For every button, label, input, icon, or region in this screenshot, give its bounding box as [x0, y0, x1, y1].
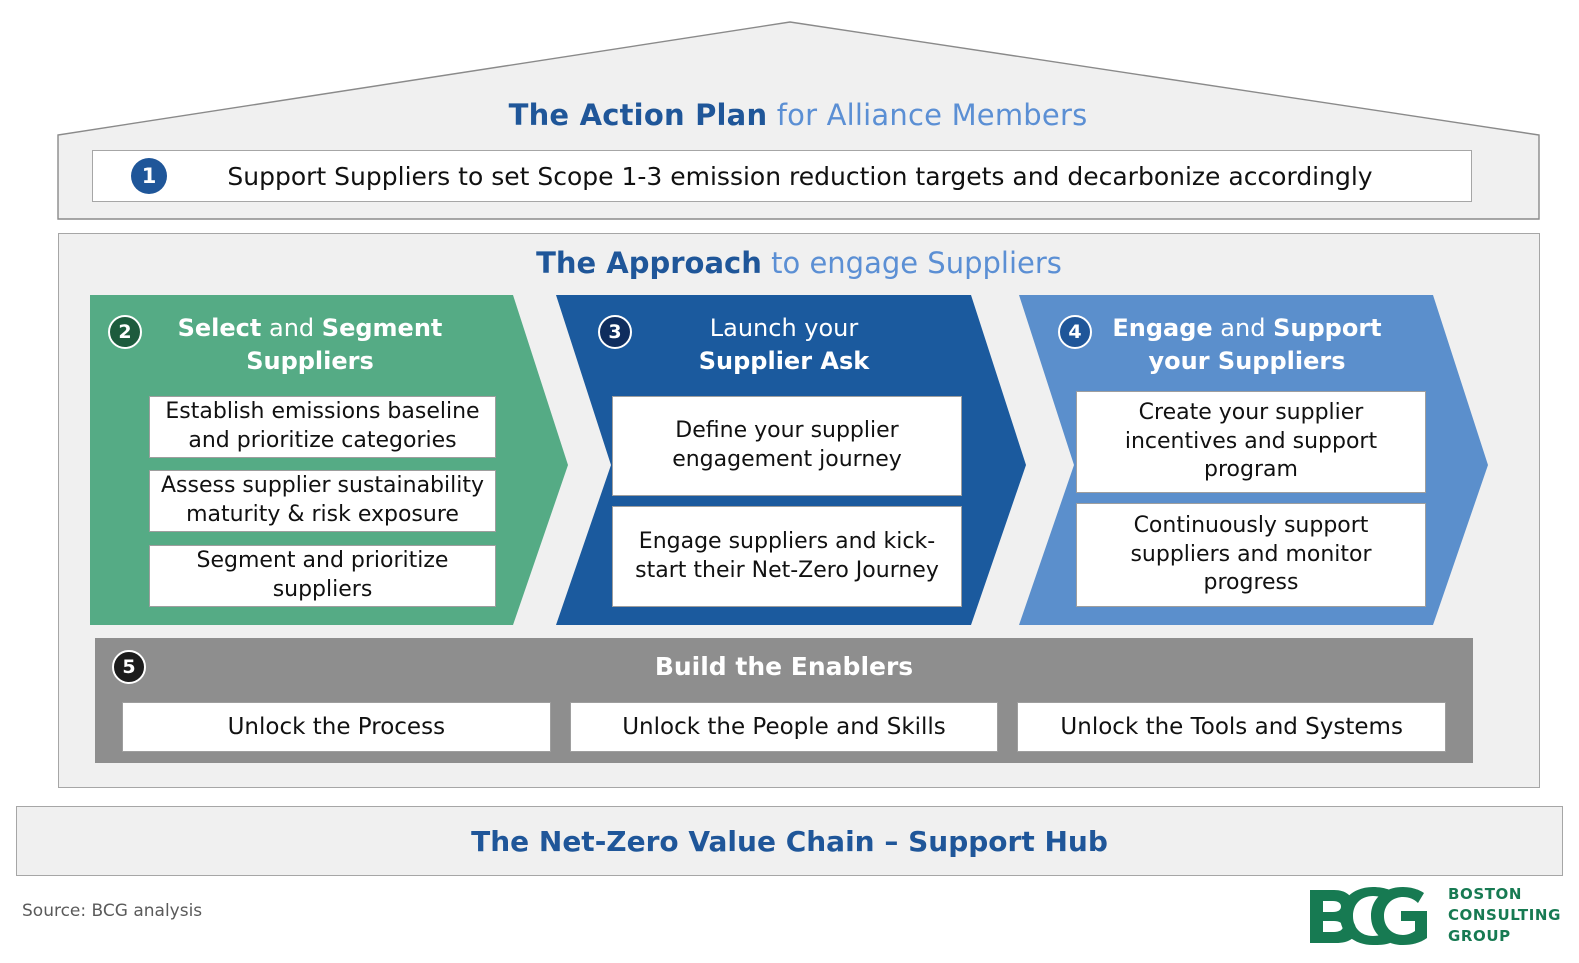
step-badge-2: 2 [108, 315, 142, 349]
chevron-title-2: Select and Segment Suppliers [142, 312, 478, 378]
chevron-card-2-3[interactable]: Segment and prioritize suppliers [149, 545, 496, 607]
chevron-title-3: Launch your Supplier Ask [632, 312, 970, 378]
chevron-title-4-conn: and [1212, 314, 1274, 342]
enabler-card-row: Unlock the Process Unlock the People and… [122, 702, 1447, 752]
support-hub-bar[interactable]: The Net-Zero Value Chain – Support Hub [16, 806, 1563, 876]
action-plan-step-text: Support Suppliers to set Scope 1-3 emiss… [227, 161, 1373, 191]
chevron-title-2-part3: Suppliers [246, 347, 374, 376]
chevron-card-2-2[interactable]: Assess supplier sustainability maturity … [149, 470, 496, 532]
action-plan-title-light: for Alliance Members [767, 98, 1088, 132]
chevron-title-2-conn: and [261, 314, 322, 342]
enabler-card-2[interactable]: Unlock the People and Skills [569, 702, 999, 752]
bcg-logo: BOSTON CONSULTING GROUP [1308, 884, 1561, 947]
bcg-logo-words: BOSTON CONSULTING GROUP [1448, 884, 1561, 947]
bcg-logo-line-3: GROUP [1447, 927, 1511, 945]
step-badge-3: 3 [598, 315, 632, 349]
chevron-header-3: 3 Launch your Supplier Ask [598, 312, 970, 378]
approach-title-strong: The Approach [536, 246, 762, 280]
chevron-title-3-part2: Supplier Ask [698, 347, 870, 376]
step-badge-5: 5 [112, 650, 146, 684]
enablers-title: Build the Enablers [654, 652, 914, 681]
chevron-title-4: Engage and Support your Suppliers [1092, 312, 1430, 378]
chevron-title-3-conn: your [796, 314, 859, 342]
action-plan-title-strong: The Action Plan [508, 98, 768, 132]
enabler-card-3[interactable]: Unlock the Tools and Systems [1017, 702, 1447, 752]
chevron-title-2-part2: Segment [321, 314, 443, 342]
chevron-header-2: 2 Select and Segment Suppliers [108, 312, 478, 378]
chevron-header-4: 4 Engage and Support your Suppliers [1058, 312, 1430, 378]
step-badge-4: 4 [1058, 315, 1092, 349]
source-note: Source: BCG analysis [22, 901, 203, 921]
action-plan-step-box[interactable]: 1 Support Suppliers to set Scope 1-3 emi… [92, 150, 1472, 202]
chevron-title-4-part2: Support [1273, 314, 1382, 342]
step-badge-1: 1 [131, 158, 167, 194]
approach-title: The Approach to engage Suppliers [58, 246, 1540, 280]
chevron-title-4-part1: Engage [1112, 314, 1213, 342]
approach-title-light: to engage Suppliers [761, 246, 1062, 280]
enablers-bar: 5 Build the Enablers Unlock the Process … [95, 638, 1473, 763]
chevron-title-2-part1: Select [177, 314, 262, 342]
chevron-card-2-1[interactable]: Establish emissions baseline and priorit… [149, 396, 496, 458]
bcg-logo-mark [1309, 886, 1427, 945]
support-hub-title: The Net-Zero Value Chain – Support Hub [471, 824, 1108, 858]
chevron-card-4-1[interactable]: Create your supplier incentives and supp… [1076, 391, 1426, 493]
action-plan-title: The Action Plan for Alliance Members [58, 98, 1538, 132]
chevron-card-4-2[interactable]: Continuously support suppliers and monit… [1076, 503, 1426, 607]
chevron-card-3-2[interactable]: Engage suppliers and kick-start their Ne… [612, 506, 962, 607]
chevron-title-4-part3: your Suppliers [1148, 347, 1346, 376]
chevron-card-3-1[interactable]: Define your supplier engagement journey [612, 396, 962, 496]
bcg-logo-line-1: BOSTON [1447, 885, 1523, 903]
chevron-title-3-part1: Launch [709, 314, 797, 342]
enabler-card-1[interactable]: Unlock the Process [122, 702, 551, 752]
bcg-logo-line-2: CONSULTING [1447, 906, 1561, 924]
